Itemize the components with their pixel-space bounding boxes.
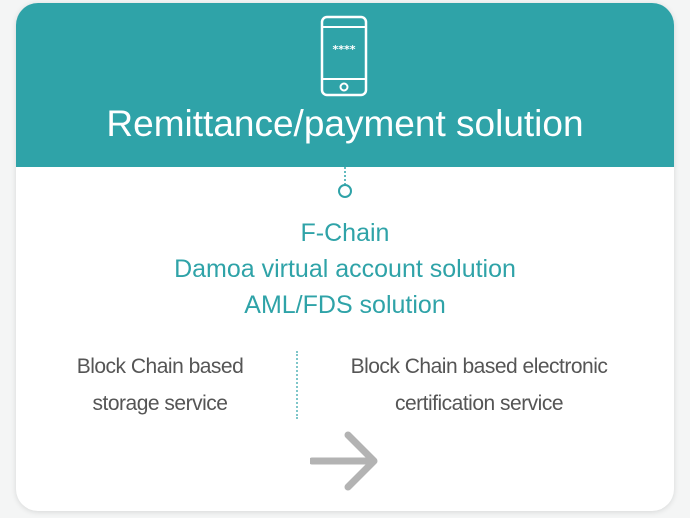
service-divider xyxy=(296,351,298,419)
phone-screen-text: **** xyxy=(332,43,355,56)
header-banner: **** Remittance/payment solution xyxy=(16,3,674,167)
certification-service: Block Chain based electronic certificati… xyxy=(316,348,642,422)
solution-list: F-Chain Damoa virtual account solution A… xyxy=(16,215,674,323)
service-line: Block Chain based electronic xyxy=(350,355,608,378)
connector-line xyxy=(338,167,352,198)
page-title: Remittance/payment solution xyxy=(106,103,584,144)
service-line: certification service xyxy=(394,392,564,415)
service-line: storage service xyxy=(92,392,228,415)
solution-item: F-Chain xyxy=(300,219,390,247)
smartphone-icon: **** xyxy=(320,15,368,97)
solution-card: **** Remittance/payment solution F-Chain… xyxy=(16,3,674,511)
solution-item: AML/FDS solution xyxy=(244,291,446,319)
arrow-right-icon xyxy=(310,431,378,491)
solution-item: Damoa virtual account solution xyxy=(174,255,516,283)
storage-service: Block Chain based storage service xyxy=(38,348,282,422)
service-line: Block Chain based xyxy=(76,355,244,378)
